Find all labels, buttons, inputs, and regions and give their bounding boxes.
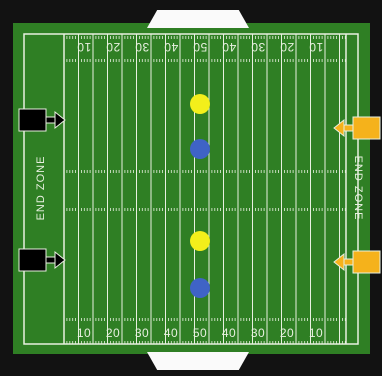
yard-number-bottom: 30 bbox=[127, 326, 157, 340]
end-zone-left-label: END ZONE bbox=[35, 138, 47, 238]
yard-number-bottom: 10 bbox=[301, 326, 331, 340]
yard-number-bottom: 10 bbox=[69, 326, 99, 340]
black-arrow-right-icon[interactable] bbox=[18, 108, 66, 132]
hash-marks bbox=[64, 36, 345, 344]
yard-number-top: 40 bbox=[214, 40, 244, 54]
blue-player-token[interactable] bbox=[190, 139, 210, 159]
yard-number-top: 20 bbox=[98, 40, 128, 54]
yard-number-top: 30 bbox=[243, 40, 273, 54]
yard-number-top: 20 bbox=[272, 40, 302, 54]
blue-player-token[interactable] bbox=[190, 278, 210, 298]
yellow-player-token[interactable] bbox=[190, 231, 210, 251]
yard-number-top: 30 bbox=[127, 40, 157, 54]
end-zone-right-label: END ZONE bbox=[352, 138, 364, 238]
yard-number-bottom: 50 bbox=[185, 326, 215, 340]
yard-number-top: 10 bbox=[69, 40, 99, 54]
yellow-arrow-left-icon[interactable] bbox=[333, 116, 381, 140]
yard-number-bottom: 20 bbox=[98, 326, 128, 340]
yard-number-bottom: 40 bbox=[156, 326, 186, 340]
yard-number-top: 10 bbox=[301, 40, 331, 54]
yard-number-bottom: 40 bbox=[214, 326, 244, 340]
yard-number-bottom: 30 bbox=[243, 326, 273, 340]
black-arrow-right-icon[interactable] bbox=[18, 248, 66, 272]
yellow-player-token[interactable] bbox=[190, 94, 210, 114]
yellow-arrow-left-icon[interactable] bbox=[333, 250, 381, 274]
yard-number-top: 50 bbox=[185, 40, 215, 54]
yard-number-top: 40 bbox=[156, 40, 186, 54]
yard-number-bottom: 20 bbox=[272, 326, 302, 340]
field-boundary-line bbox=[24, 34, 358, 344]
